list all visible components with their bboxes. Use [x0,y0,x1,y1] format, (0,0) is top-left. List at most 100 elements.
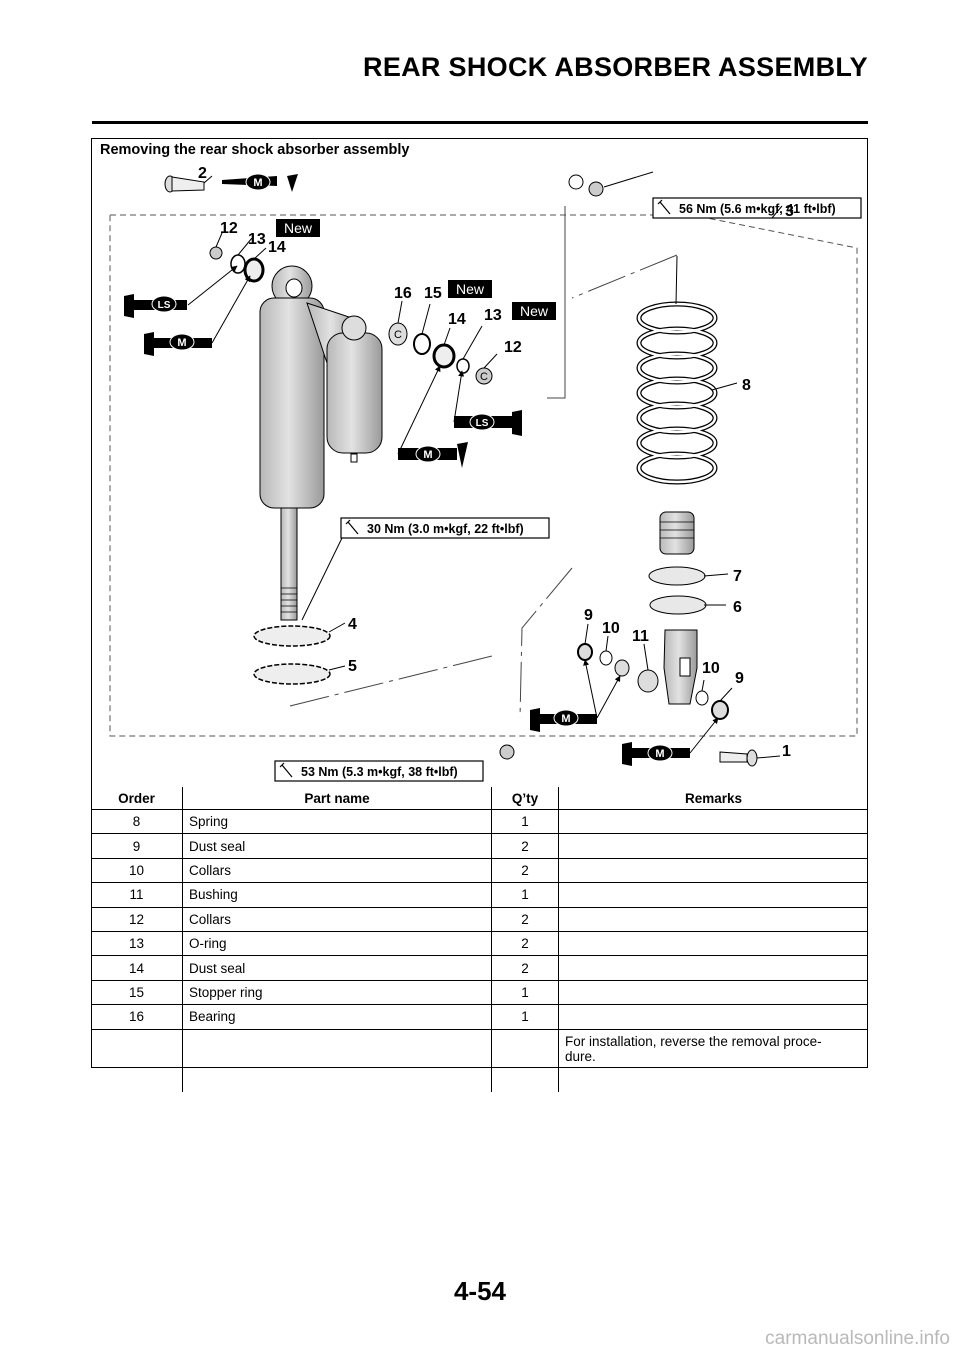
callout-9: 9 [735,670,744,687]
cell-qty: 2 [491,931,559,957]
svg-text:M: M [655,748,664,760]
cell-remarks [558,882,868,908]
cell-qty: 2 [491,955,559,981]
callout-14: 14 [268,239,286,256]
collar-part [599,650,613,666]
callout-10: 10 [602,620,620,637]
cell-order: 8 [91,809,183,835]
svg-text:M: M [253,177,262,189]
grease-c-symbol: C [394,329,402,341]
cell-part: Collars [182,858,492,884]
cell-order: 12 [91,907,183,932]
grease-c-symbol: C [480,371,488,383]
bump-stop [659,511,695,555]
dust-seal-part [711,700,729,720]
cell-remarks [558,809,868,835]
torque-wrench-icon [657,199,671,215]
new-badge: New [512,302,556,320]
spring [636,301,718,485]
dust-seal-part [243,257,265,283]
page-number: 4-54 [453,1276,507,1306]
callout-13: 13 [248,231,266,248]
grease-m-symbol: M [622,742,690,766]
cell-order: 14 [91,955,183,981]
cell-order: 15 [91,980,183,1006]
cell-part: Bearing [182,1004,492,1030]
cell-remarks [558,955,868,981]
new-badge: New [448,280,492,298]
table-row-final: For installation, reverse the removal pr… [91,1029,868,1092]
spring-guide-part [649,595,707,615]
exploded-diagram: 56 Nm (5.6 m•kgf, 41 ft•lbf) 30 Nm (3.0 … [109,165,862,782]
collar-part [209,246,223,260]
grease-ls-symbol: LS [454,410,522,436]
cell-order [91,1029,183,1092]
torque-wrench-icon [279,762,293,778]
grease-m-symbol: M [144,332,212,356]
locknut-part [253,625,331,647]
grease-ls-symbol: LS [124,294,187,318]
cell-part [182,1029,492,1092]
cell-qty: 2 [491,833,559,859]
cell-part: O-ring [182,931,492,957]
adjusting-nut-part [253,663,331,685]
o-ring-part [456,358,470,374]
cell-qty [491,1029,559,1092]
callout-10: 10 [702,660,720,677]
page-title: REAR SHOCK ABSORBER ASSEMBLY [363,52,868,82]
spring-seat-part [648,566,706,586]
watermark: carmanualsonline.info [765,1328,950,1349]
header-remarks: Remarks [558,787,868,810]
grease-m-symbol: M [222,173,298,192]
callout-3: 3 [785,203,794,220]
dust-seal-part [432,343,456,369]
cell-order: 13 [91,931,183,957]
cell-order: 10 [91,858,183,884]
cell-qty: 2 [491,907,559,932]
shock-absorber [259,265,383,621]
cell-part: Spring [182,809,492,835]
svg-text:LS: LS [476,418,489,429]
nut-part [588,181,604,197]
cell-remarks [558,1004,868,1030]
cell-qty: 1 [491,980,559,1006]
callout-9: 9 [584,607,593,624]
callout-14: 14 [448,311,466,328]
cell-qty: 1 [491,1004,559,1030]
callout-5: 5 [348,658,357,675]
header-rule [92,121,868,124]
callout-4: 4 [348,616,357,633]
svg-text:53 Nm (5.3 m•kgf, 38 ft•lbf): 53 Nm (5.3 m•kgf, 38 ft•lbf) [301,765,458,779]
torque-spec-top: 56 Nm (5.6 m•kgf, 41 ft•lbf) [652,197,862,219]
cell-part: Dust seal [182,955,492,981]
bolt-part [719,749,758,767]
svg-text:M: M [423,449,432,461]
svg-text:M: M [177,337,186,349]
cell-order: 9 [91,833,183,859]
cell-order: 11 [91,882,183,908]
bolt-part [164,175,205,193]
installation-note: For installation, reverse the removal pr… [565,1033,822,1064]
svg-text:LS: LS [158,300,171,311]
assembly-outline [109,214,858,737]
cell-remarks [558,931,868,957]
callout-7: 7 [733,568,742,585]
washer-part [568,174,584,190]
svg-text:30 Nm (3.0 m•kgf, 22 ft•lbf): 30 Nm (3.0 m•kgf, 22 ft•lbf) [367,522,524,536]
o-ring-part [230,254,246,274]
cell-part: Stopper ring [182,980,492,1006]
stopper-ring-part [413,333,431,355]
cell-remarks [558,980,868,1006]
cell-remarks [558,907,868,932]
callout-11: 11 [632,628,649,645]
svg-text:New: New [284,220,313,236]
callout-6: 6 [733,599,742,616]
grease-m-symbol: M [530,708,597,732]
